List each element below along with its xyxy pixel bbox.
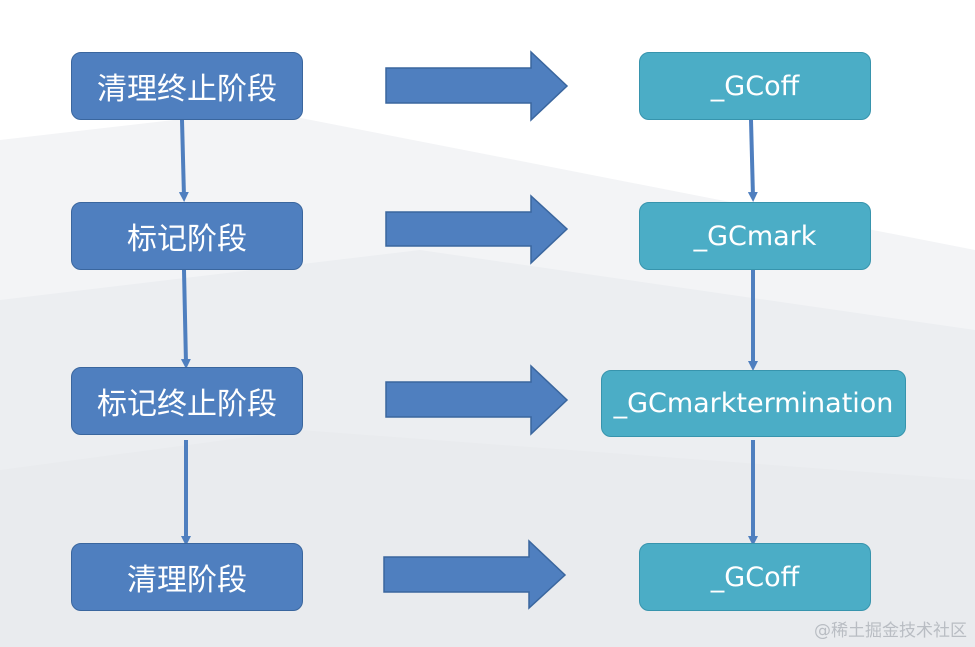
right-node-4: _GCoff (639, 543, 871, 611)
right-node-1: _GCoff (639, 52, 871, 120)
right-node-2: _GCmark (639, 202, 871, 270)
right-connector-1 (747, 119, 758, 202)
block-arrow-4 (383, 539, 567, 610)
left-node-3: 标记终止阶段 (71, 367, 303, 435)
block-arrow-2 (385, 194, 569, 265)
block-arrow-1 (385, 50, 569, 122)
block-arrow-3 (385, 364, 569, 436)
left-node-1: 清理终止阶段 (71, 52, 303, 120)
watermark: @稀土掘金技术社区 (814, 621, 967, 641)
left-node-2: 标记阶段 (71, 202, 303, 270)
left-node-4: 清理阶段 (71, 543, 303, 611)
right-node-3: _GCmarktermination (601, 370, 906, 437)
left-connector-1 (178, 119, 189, 202)
left-connector-2 (180, 269, 191, 369)
